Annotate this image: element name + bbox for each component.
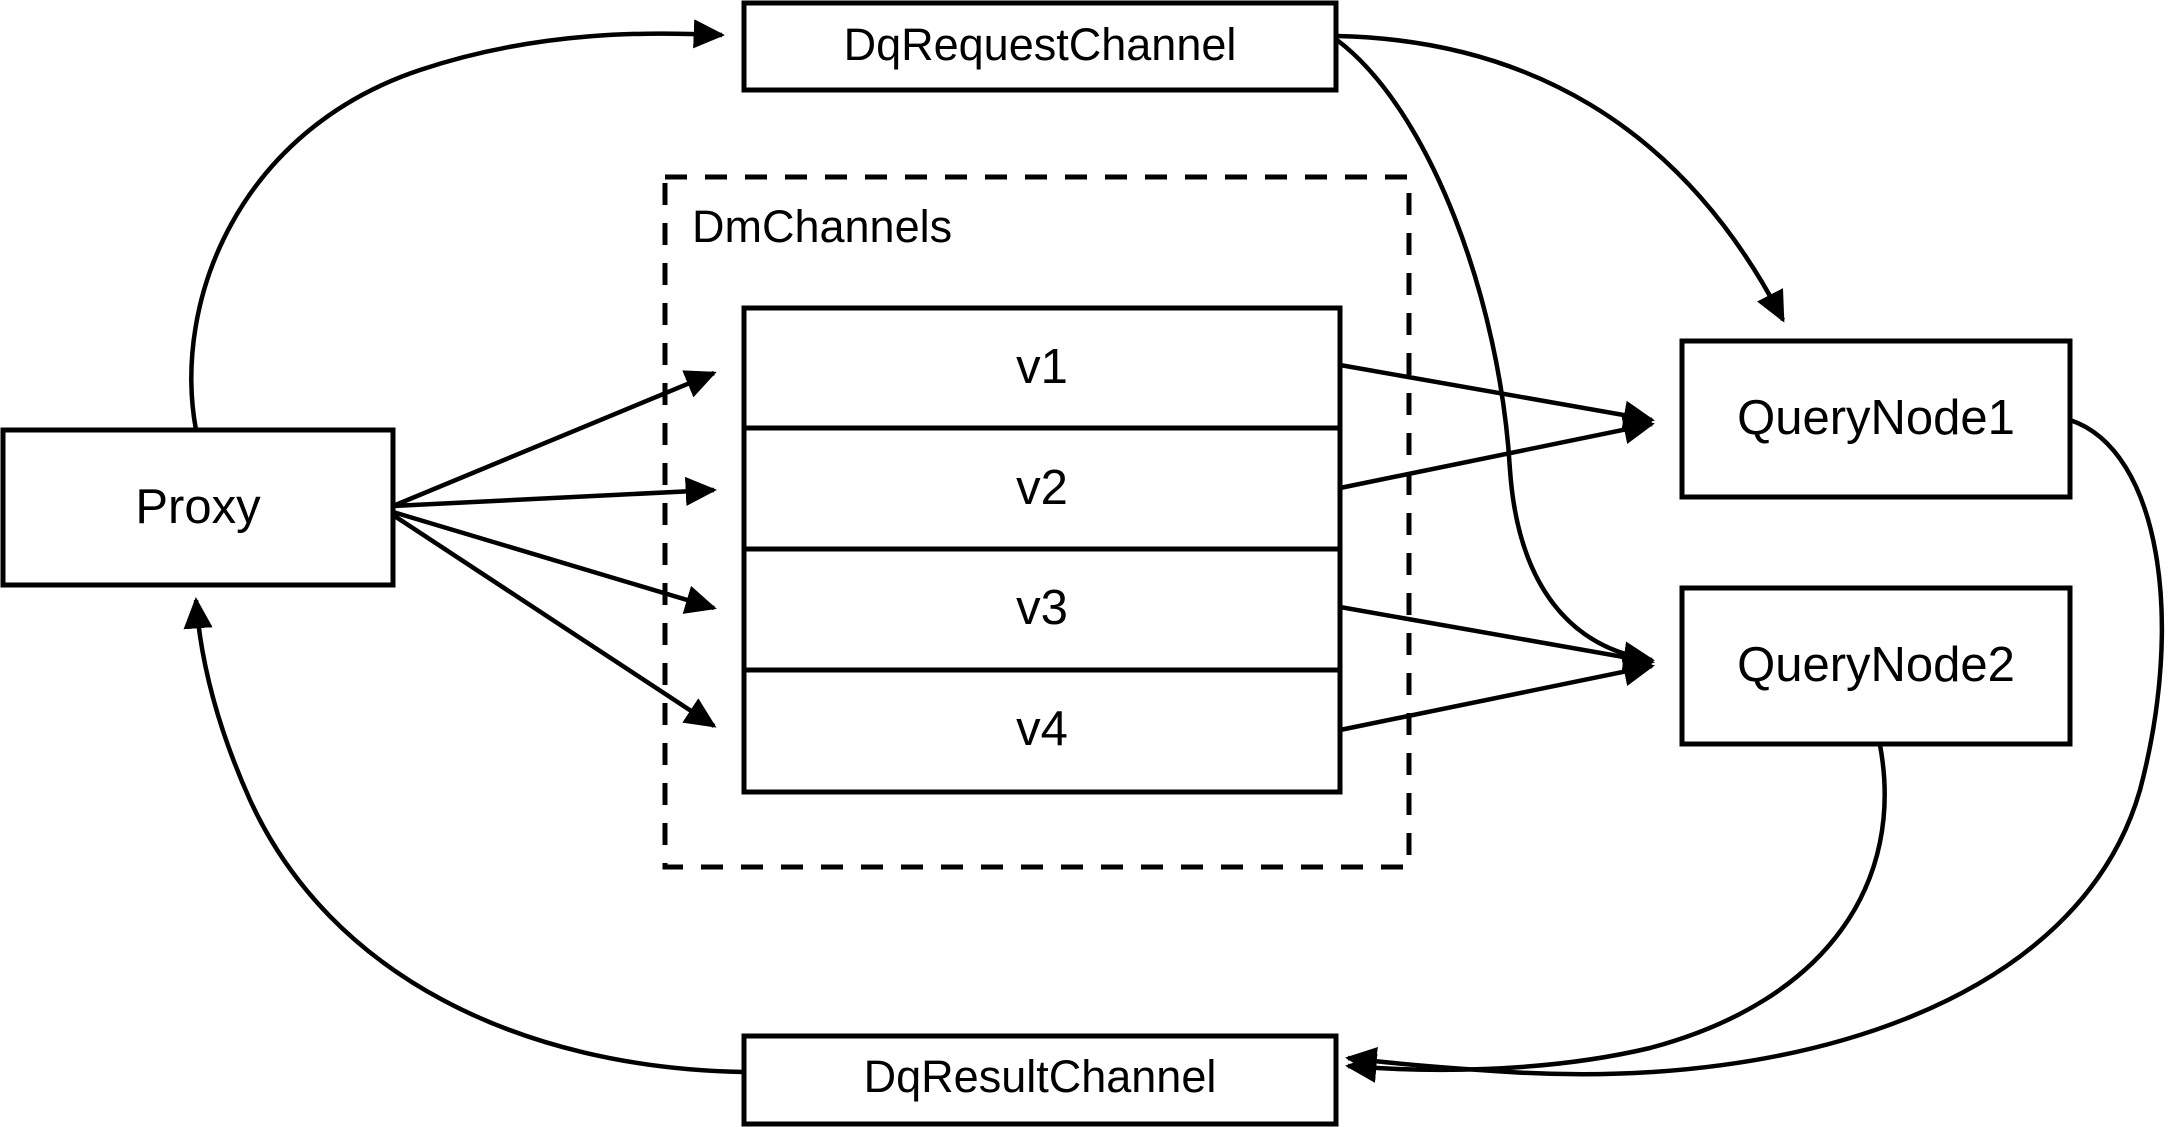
dm-channels-dashed-box — [662, 174, 1412, 870]
edge-dq-result-channel-to-proxy — [183, 597, 745, 1075]
dq-result-channel-label: DqResultChannel — [864, 1051, 1217, 1102]
edge-proxy-to-v3 — [392, 509, 717, 614]
edge-v4-to-query-node-2 — [1339, 657, 1655, 733]
edge-v1-to-query-node-1 — [1339, 362, 1655, 430]
edge-v2-to-query-node-1 — [1339, 415, 1655, 491]
channel-item-v2[interactable]: v2 — [1016, 461, 1068, 515]
group-dm-channels: DmChannels — [662, 174, 1412, 870]
edge-dq-request-channel-to-query-node-2 — [1335, 38, 1655, 671]
edge-proxy-to-v2 — [392, 476, 717, 509]
node-dq-result-channel[interactable]: DqResultChannel — [741, 1033, 1339, 1127]
query-node-2-label: QueryNode2 — [1737, 638, 2015, 692]
edge-query-node-2-to-dq-result-channel — [1345, 744, 1887, 1083]
node-query-node-1[interactable]: QueryNode1 — [1679, 338, 2073, 500]
channel-item-v4[interactable]: v4 — [1016, 702, 1068, 756]
virtual-channel-stack: v1 v2 v3 v4 — [741, 305, 1343, 795]
edge-dq-request-channel-to-query-node-1 — [1336, 33, 1785, 323]
channel-item-v3[interactable]: v3 — [1016, 581, 1068, 635]
edge-proxy-to-v4 — [391, 513, 717, 728]
channel-item-v1[interactable]: v1 — [1016, 340, 1068, 394]
edge-query-node-1-to-dq-result-channel — [1345, 417, 2165, 1077]
edge-proxy-to-v1 — [392, 370, 717, 509]
query-node-1-label: QueryNode1 — [1737, 391, 2015, 445]
node-proxy[interactable]: Proxy — [0, 427, 396, 588]
proxy-box[interactable] — [0, 427, 396, 588]
dq-request-channel-box[interactable] — [741, 0, 1339, 93]
query-node-2-box[interactable] — [1679, 585, 2073, 747]
node-dq-request-channel[interactable]: DqRequestChannel — [741, 0, 1339, 93]
dm-channels-label: DmChannels — [692, 201, 952, 252]
dq-result-channel-box[interactable] — [741, 1033, 1339, 1127]
node-query-node-2[interactable]: QueryNode2 — [1679, 585, 2073, 747]
proxy-label: Proxy — [135, 480, 261, 534]
query-node-1-box[interactable] — [1679, 338, 2073, 500]
dq-request-channel-label: DqRequestChannel — [844, 19, 1237, 70]
edge-v3-to-query-node-2 — [1339, 604, 1655, 672]
edge-proxy-to-dq-request-channel — [189, 19, 725, 431]
